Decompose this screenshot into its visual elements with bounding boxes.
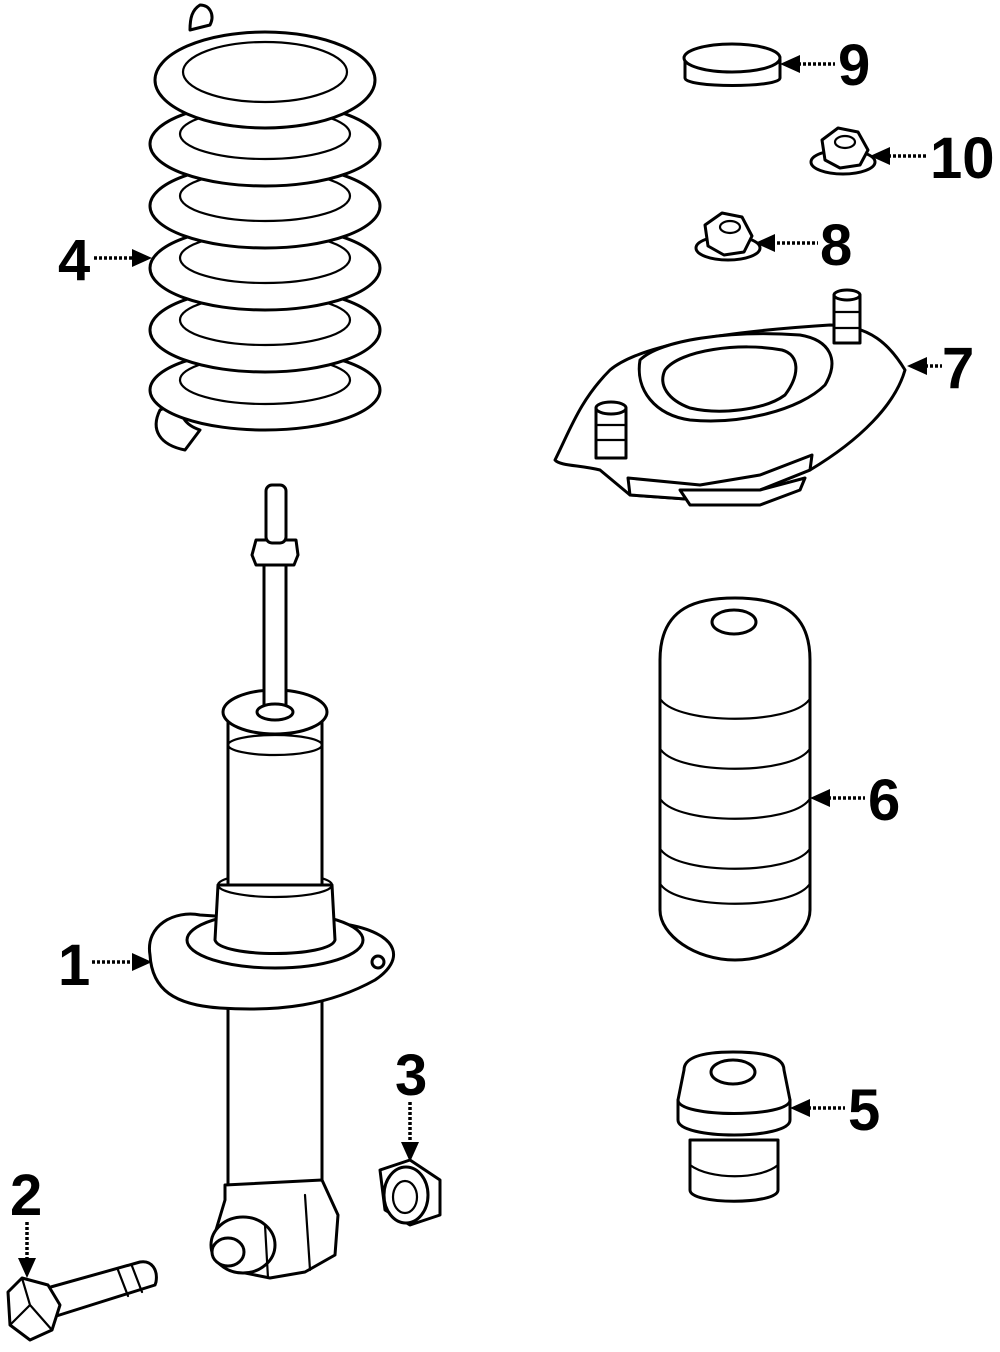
mount-nut[interactable] — [694, 211, 762, 262]
dust-boot[interactable] — [658, 596, 812, 962]
callout-number: 10 — [930, 126, 995, 191]
cap[interactable] — [682, 42, 782, 87]
callout-number: 3 — [395, 1043, 427, 1108]
callout-number: 4 — [58, 228, 90, 293]
rod-nut[interactable] — [809, 126, 877, 176]
callout-9: 9 — [780, 33, 870, 98]
callout-4: 4 — [58, 228, 152, 293]
callout-number: 8 — [820, 213, 852, 278]
nut-lower[interactable] — [378, 1158, 442, 1227]
callout-8: 8 — [755, 213, 852, 278]
callout-2: 2 — [10, 1163, 42, 1278]
callout-number: 7 — [942, 336, 974, 401]
callout-number: 5 — [848, 1078, 880, 1143]
callout-number: 6 — [868, 768, 900, 833]
callout-3: 3 — [395, 1043, 427, 1162]
callout-number: 1 — [58, 933, 90, 998]
bump-stop[interactable] — [676, 1050, 792, 1203]
bolt[interactable] — [6, 1260, 158, 1342]
callout-1: 1 — [58, 933, 152, 998]
callout-number: 2 — [10, 1163, 42, 1228]
callout-6: 6 — [810, 768, 900, 833]
callout-10: 10 — [870, 126, 995, 191]
upper-mount[interactable] — [553, 288, 907, 507]
callout-number: 9 — [838, 33, 870, 98]
coil-spring[interactable] — [148, 3, 382, 452]
strut-assembly[interactable] — [148, 483, 395, 1280]
callout-5: 5 — [790, 1078, 880, 1143]
callout-7: 7 — [907, 336, 974, 401]
